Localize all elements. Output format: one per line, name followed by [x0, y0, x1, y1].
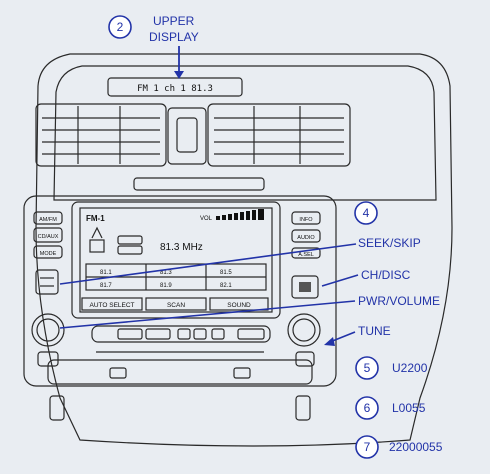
seek-skip-pointer [59, 243, 357, 285]
ch-disc-button[interactable] [291, 275, 319, 299]
code-u2200: U2200 [392, 361, 428, 375]
softkey-auto-select-label: AUTO SELECT [89, 302, 134, 309]
mode-button[interactable] [33, 245, 63, 259]
audio-label: AUDIO [297, 235, 315, 241]
upper-display-label-1: UPPER [153, 14, 195, 28]
pwr-volume-knob[interactable] [31, 313, 65, 347]
info-button[interactable] [291, 211, 321, 225]
tune-knob[interactable] [287, 313, 321, 347]
callout-6-badge [355, 396, 379, 420]
preset-3[interactable]: 81.5 [220, 270, 232, 276]
dash-inner [53, 65, 437, 201]
lower-bezel [47, 359, 313, 385]
callout-5-badge [355, 356, 379, 380]
softkey-scan-label: SCAN [167, 302, 185, 309]
center-vent [167, 107, 207, 165]
code-22000055: 22000055 [389, 440, 443, 454]
disc-control-strip [91, 325, 271, 343]
dash-bezel [35, 53, 453, 447]
seek-skip-label: SEEK/SKIP [358, 236, 421, 250]
stereo-badge [117, 235, 143, 245]
callout-7-number: 7 [364, 440, 371, 454]
main-screen [79, 207, 273, 313]
tune-label: TUNE [358, 324, 391, 338]
right-vent [207, 103, 351, 167]
callout-2-badge [108, 15, 132, 39]
softkey-sound[interactable] [209, 297, 269, 311]
preset-5[interactable]: 81.9 [160, 283, 172, 289]
am-fm-label: AM/FM [39, 217, 57, 223]
callout-6-number: 6 [364, 401, 371, 415]
right-button-column: INFO AUDIO A.SEL [291, 211, 321, 299]
code-l0055: L0055 [392, 401, 426, 415]
callout-5-number: 5 [364, 361, 371, 375]
preset-6[interactable]: 82.1 [220, 283, 232, 289]
upper-display [107, 77, 243, 97]
cd-aux-label: CD/AUX [38, 234, 59, 240]
frequency-readout: 81.3 MHz [160, 242, 203, 253]
callout-4-number: 4 [363, 206, 370, 220]
tune-badge [117, 245, 143, 255]
left-vent [35, 103, 167, 167]
preset-2[interactable]: 81.3 [160, 270, 172, 276]
left-button-column: AM/FM CD/AUX MODE [33, 211, 63, 295]
softkey-scan[interactable] [145, 297, 207, 311]
a-sel-label: A.SEL [298, 252, 314, 258]
softkey-sound-label: SOUND [227, 302, 251, 309]
volume-bar [216, 209, 264, 220]
info-label: INFO [299, 217, 313, 223]
vol-label: VOL [200, 216, 213, 222]
cd-aux-button[interactable] [33, 227, 63, 243]
am-fm-button[interactable] [33, 211, 63, 225]
tune-pointer [329, 331, 356, 343]
disc-button[interactable] [295, 351, 315, 367]
mode-label: MODE [40, 251, 57, 257]
upper-display-label-2: DISPLAY [149, 30, 199, 44]
softkey-auto-select[interactable] [81, 297, 143, 311]
preset-4[interactable]: 81.7 [100, 283, 112, 289]
pwr-volume-pointer [59, 300, 356, 329]
upper-display-text: FM 1 ch 1 81.3 [137, 84, 213, 94]
antenna-icon [89, 226, 105, 253]
band-label: FM-1 [86, 214, 105, 223]
callout-4-badge [354, 201, 378, 225]
ch-disc-label: CH/DISC [361, 268, 411, 282]
hazard-strip [133, 177, 265, 191]
seek-skip-button[interactable] [35, 269, 59, 295]
audio-button[interactable] [291, 229, 321, 243]
callout-7-badge [355, 435, 379, 459]
pwr-volume-label: PWR/VOLUME [358, 294, 440, 308]
ch-disc-pointer [321, 274, 359, 287]
callout-2-number: 2 [117, 20, 124, 34]
radio-face [23, 195, 337, 387]
preset-1[interactable]: 81.1 [100, 270, 112, 276]
